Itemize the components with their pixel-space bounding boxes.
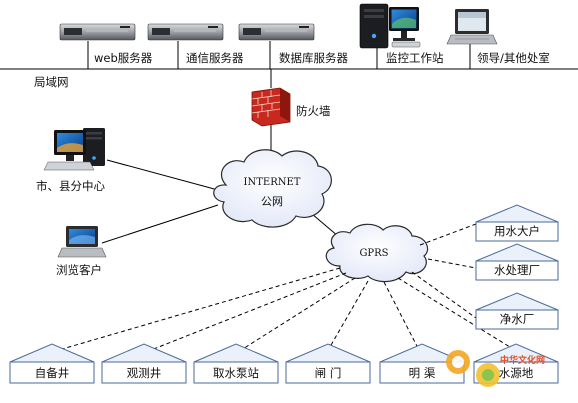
leadership-office-label: 领导/其他处室 xyxy=(477,51,550,65)
gprs-site-link xyxy=(397,277,519,353)
site-label: 净水厂 xyxy=(499,312,535,326)
gprs-site-link xyxy=(411,271,477,319)
laptop-icon xyxy=(446,9,498,45)
site-box-well xyxy=(9,343,95,384)
lan-label: 局域网 xyxy=(34,75,69,89)
site-box-water-treatment xyxy=(475,243,559,281)
site-label: 闸 门 xyxy=(314,366,342,380)
rack-server-icon xyxy=(147,23,224,41)
internet-label: INTERNET xyxy=(243,177,301,188)
site-box-observation-well xyxy=(101,343,187,384)
web-server-label: web服务器 xyxy=(94,51,153,65)
site-label: 用水大户 xyxy=(494,224,540,238)
site-box-pump-station xyxy=(193,343,279,384)
site-label: 自备井 xyxy=(34,366,70,380)
site-label: 观测井 xyxy=(126,366,162,380)
site-box-open-channel xyxy=(379,343,465,384)
gprs-cloud xyxy=(325,223,429,283)
branch-center-link xyxy=(106,159,219,191)
rack-server-icon xyxy=(59,23,136,41)
site-box-water-user xyxy=(475,204,559,242)
browser-client-link xyxy=(101,204,219,244)
firewall-icon xyxy=(251,87,291,127)
monitoring-station-label: 监控工作站 xyxy=(386,51,444,65)
comm-server-label: 通信服务器 xyxy=(186,51,244,65)
workstation-icon xyxy=(359,3,421,49)
gprs-site-link xyxy=(383,281,421,353)
rack-server-icon xyxy=(238,23,315,41)
public-network-label: 公网 xyxy=(261,195,283,208)
desktop-pc-icon xyxy=(43,128,105,171)
gprs-site-link xyxy=(427,258,477,269)
site-box-purification xyxy=(475,292,559,330)
gprs-site-link xyxy=(51,267,341,353)
db-server-label: 数据库服务器 xyxy=(279,51,348,65)
gprs-site-link xyxy=(326,280,369,353)
site-label: 水源地 xyxy=(498,366,534,380)
gprs-site-link xyxy=(145,272,347,353)
branch-center-label: 市、县分中心 xyxy=(36,179,105,193)
site-label: 水处理厂 xyxy=(494,263,540,277)
gprs-site-link xyxy=(419,223,477,246)
laptop-icon xyxy=(57,226,107,258)
site-label: 明 渠 xyxy=(408,366,436,380)
gprs-label: GPRS xyxy=(359,248,389,259)
browser-client-label: 浏览客户 xyxy=(56,263,102,277)
site-box-gate xyxy=(285,343,371,384)
watermark-logo xyxy=(446,350,500,387)
watermark-text: 中华文化网 xyxy=(500,356,546,366)
gprs-site-link xyxy=(237,277,356,353)
firewall-label: 防火墙 xyxy=(296,104,331,118)
internet-cloud xyxy=(213,149,332,228)
site-label: 取水泵站 xyxy=(213,366,259,380)
